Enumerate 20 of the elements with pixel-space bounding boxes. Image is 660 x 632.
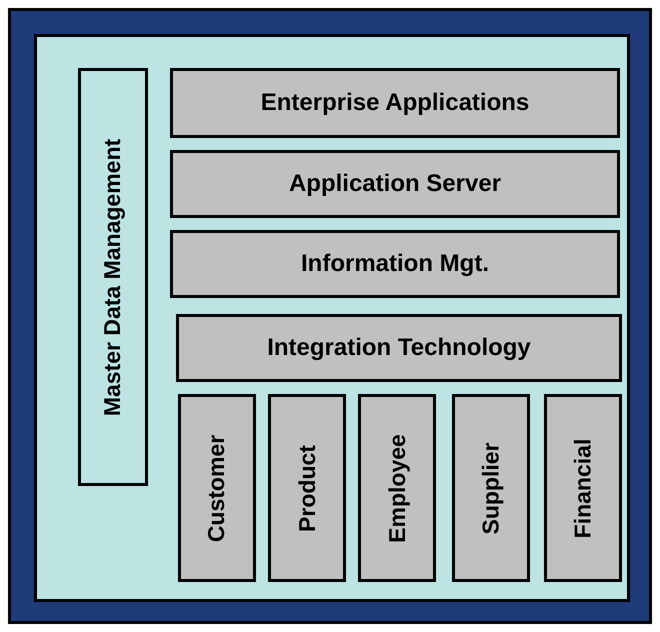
box-label: Customer	[204, 434, 230, 542]
layer-box	[170, 150, 620, 218]
vertical-box	[78, 68, 148, 486]
vertical-box	[452, 394, 530, 582]
box-label: Employee	[384, 434, 410, 542]
box-label: Product	[294, 444, 320, 532]
layer-box	[170, 230, 620, 298]
box-label: Integration Technology	[267, 334, 531, 362]
vertical-box	[544, 394, 622, 582]
layer-box	[176, 314, 622, 382]
box-label: Information Mgt.	[301, 250, 489, 278]
box-label: Application Server	[288, 170, 502, 198]
vertical-box	[178, 394, 256, 582]
layer-box	[170, 68, 620, 138]
box-label: Supplier	[478, 442, 504, 534]
vertical-box	[268, 394, 346, 582]
box-label: Master Data Management	[100, 138, 126, 416]
vertical-box	[358, 394, 436, 582]
box-label: Financial	[570, 438, 596, 538]
box-label: Enterprise Applications	[260, 89, 530, 117]
